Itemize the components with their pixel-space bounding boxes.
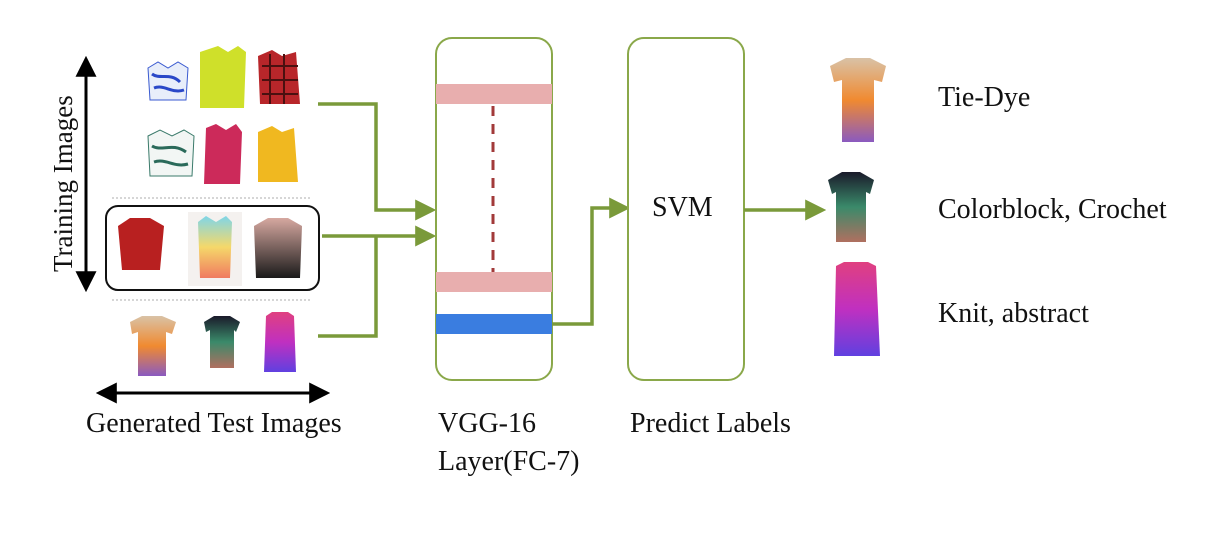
test-to-vgg-arrow	[318, 236, 378, 338]
svm-label: SVM	[652, 192, 713, 223]
highlighted-training-images-box	[105, 205, 320, 291]
training-image-pink-top	[204, 124, 242, 184]
generated-test-images-label: Generated Test Images	[86, 408, 342, 439]
test-image-colorblock	[204, 316, 240, 368]
colorblock-tshirt-icon	[828, 172, 874, 242]
training-image-ombre-sweater	[254, 218, 302, 278]
feature-row-test	[436, 314, 552, 334]
knit-tank-icon	[834, 262, 880, 356]
vgg-label-line2: Layer(FC-7)	[438, 446, 580, 477]
prediction-label-colorblock: Colorblock, Crochet	[938, 194, 1167, 225]
training-image-lime-top	[200, 46, 246, 108]
vgg-to-svm-arrow	[552, 197, 631, 326]
training-image-rainbow-tank	[188, 212, 242, 286]
training-image-green-floral-top	[147, 129, 195, 177]
predict-labels-label: Predict Labels	[630, 408, 791, 439]
feature-row-top	[436, 84, 552, 104]
training-image-red-blouse	[118, 218, 164, 270]
vgg-label-line1: VGG-16	[438, 408, 536, 439]
training-image-plaid-shirt	[258, 50, 300, 104]
prediction-label-knit: Knit, abstract	[938, 298, 1089, 329]
vgg-layer-box	[435, 37, 553, 381]
training-to-vgg-arrow	[318, 102, 437, 221]
tie-dye-tshirt-icon	[830, 58, 886, 142]
prediction-label-tie-dye: Tie-Dye	[938, 82, 1031, 113]
test-image-tie-dye	[130, 316, 176, 376]
training-image-blue-floral-top	[147, 61, 189, 101]
training-image-yellow-cardigan	[258, 126, 298, 182]
feature-row-bottom	[436, 272, 552, 292]
test-image-knit	[264, 312, 296, 372]
training-images-label: Training Images	[48, 95, 78, 272]
